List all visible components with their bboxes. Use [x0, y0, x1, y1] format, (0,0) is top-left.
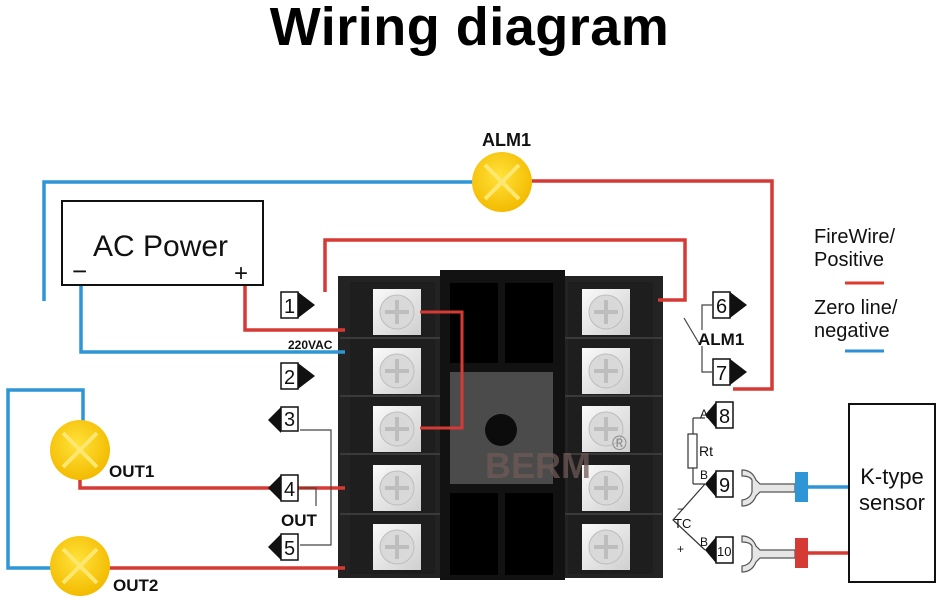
ac-power-minus: − [72, 256, 87, 286]
out1-lamp-icon [50, 420, 110, 480]
rtd-label-b1: B [700, 468, 708, 482]
legend-fire-line1: FireWire/ [814, 226, 896, 248]
svg-text:10: 10 [717, 544, 731, 559]
fork-connector-blue [741, 469, 808, 507]
fork-connector-red [741, 535, 808, 573]
ac-power-plus: + [234, 260, 248, 287]
left-terminal-screws [373, 289, 421, 570]
right-terminal-screws [582, 289, 630, 570]
terminal-tag-10: 10 [705, 536, 734, 564]
svg-text:8: 8 [719, 406, 730, 428]
rtd-label-b2: B [700, 535, 708, 549]
legend-zero-line1: Zero line/ [814, 297, 898, 319]
diagram-title: Wiring diagram [269, 0, 670, 57]
ac-power-label: AC Power [93, 230, 228, 263]
legend-zero-line2: negative [814, 320, 890, 342]
svg-text:1: 1 [284, 296, 295, 318]
tc-label: TC [674, 516, 691, 531]
alarm-lamp-label: ALM1 [482, 130, 531, 150]
alarm-relay-label: ALM1 [698, 330, 744, 349]
rtd-tc-symbol [672, 417, 706, 551]
out-relay-bracket [300, 429, 332, 546]
sensor-label-line1: K-type [860, 464, 924, 489]
live-wires [78, 179, 849, 570]
rtd-label-rt: Rt [699, 443, 713, 459]
tc-plus: + [677, 542, 684, 556]
alarm-relay-bracket [683, 304, 713, 373]
terminal-tag-9: 9 [705, 470, 734, 498]
sensor-label-line2: sensor [859, 490, 925, 515]
alarm-lamp-icon [472, 152, 532, 212]
terminal-tag-8: 8 [705, 401, 734, 429]
svg-text:5: 5 [284, 538, 295, 560]
svg-text:4: 4 [284, 479, 295, 501]
out-group-label: OUT [281, 511, 318, 530]
terminal-tag-3: 3 [268, 406, 299, 433]
terminal-tag-1: 1 [280, 291, 315, 319]
sensor-box: K-type sensor [848, 403, 936, 583]
out2-lamp-label: OUT2 [113, 576, 158, 595]
svg-text:7: 7 [716, 363, 727, 385]
terminal-tag-4: 4 [268, 474, 299, 502]
voltage-label: 220VAC [288, 338, 333, 352]
terminal-tag-6: 6 [712, 291, 747, 319]
terminal-tag-5: 5 [268, 533, 299, 561]
svg-text:2: 2 [284, 367, 295, 389]
terminal-tag-7: 7 [712, 358, 747, 386]
tc-minus: − [677, 502, 684, 516]
svg-text:9: 9 [719, 475, 730, 497]
legend-fire-line2: Positive [814, 249, 884, 271]
out1-lamp-label: OUT1 [109, 462, 154, 481]
brand-watermark: BERM [485, 445, 591, 486]
out2-lamp-icon [50, 536, 110, 596]
rtd-label-a: A [700, 407, 708, 421]
svg-text:3: 3 [284, 409, 295, 431]
svg-text:6: 6 [716, 296, 727, 318]
brand-registered-mark: ® [612, 433, 627, 455]
ac-power-box: AC Power − + [61, 200, 264, 287]
legend: FireWire/ Positive Zero line/ negative [814, 226, 898, 353]
terminal-tag-2: 2 [280, 362, 315, 390]
neutral-wires [6, 180, 849, 570]
